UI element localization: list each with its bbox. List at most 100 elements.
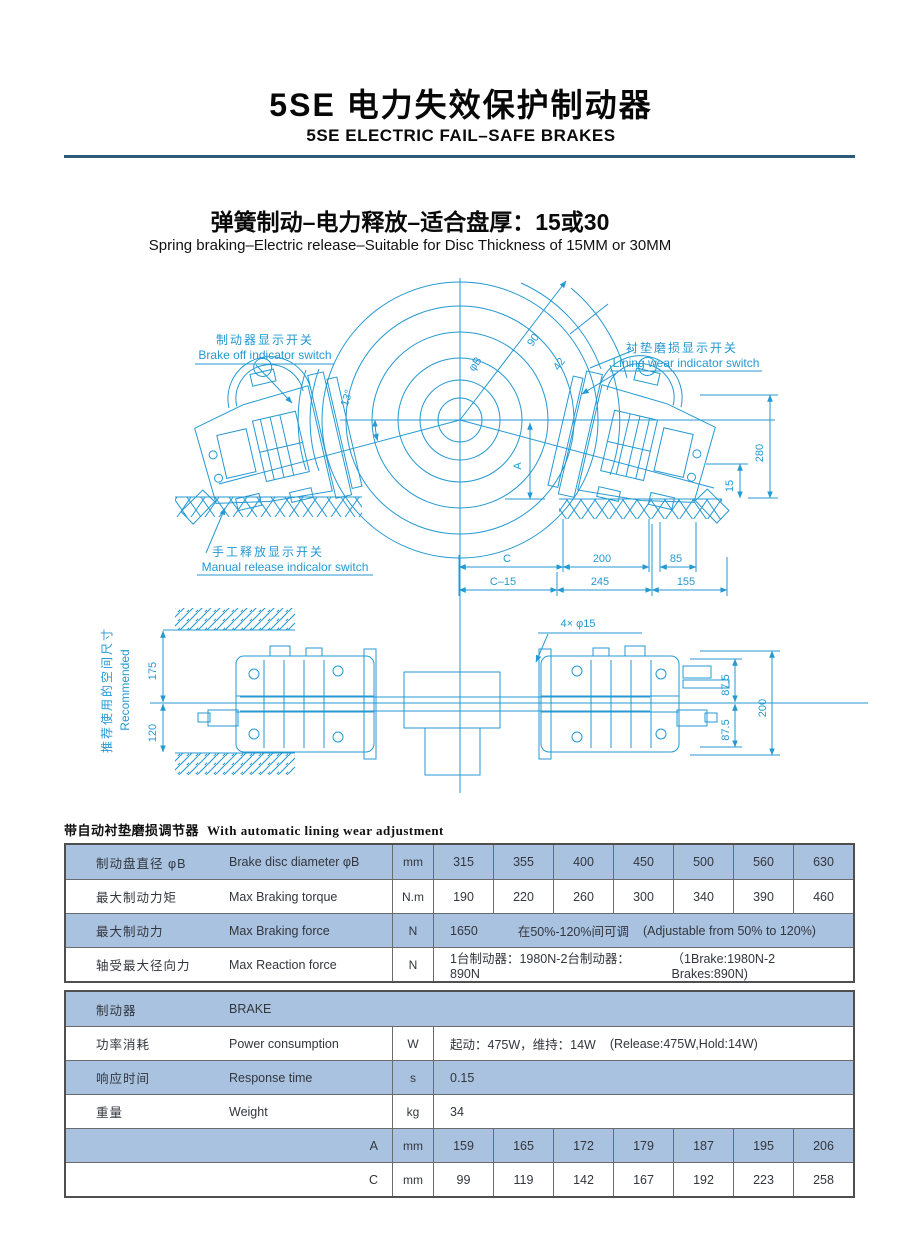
arc-42-label: 42 [551, 356, 568, 373]
value-cell: 119 [494, 1163, 554, 1196]
row-label-zh: 轴受最大径向力 [96, 959, 191, 973]
value-cell: 223 [734, 1163, 794, 1196]
value-cell: 560 [734, 845, 794, 879]
row-label-zh: 最大制动力 [96, 925, 164, 939]
row-dimension-a: A mm 159 165 172 179 187 195 206 [66, 1128, 853, 1162]
dim-15-label: 15 [724, 480, 736, 492]
subtitle-en: Spring braking–Electric release–Suitable… [148, 237, 672, 254]
value-cell: 159 [434, 1129, 494, 1162]
row-label-zh: 制动盘直径 φB [96, 856, 187, 871]
dim-c15-label: C–15 [490, 576, 516, 588]
leader-lines [195, 363, 762, 663]
value-cell: 260 [554, 880, 614, 913]
value-cell: 165 [494, 1129, 554, 1162]
angle-13-label: 13° [339, 388, 356, 408]
brake-off-label-en: Brake off indicator switch [198, 348, 331, 362]
value-cell: 172 [554, 1129, 614, 1162]
value-cell: 300 [614, 880, 674, 913]
recommended-label-zh: 推荐使用的空间尺寸 [99, 627, 114, 753]
manual-release-label-en: Manual release indicalor switch [202, 560, 369, 574]
row-label-en: BRAKE [229, 1002, 272, 1016]
value-cell: 195 [734, 1129, 794, 1162]
table-note: 带自动衬垫磨损调节器 With automatic lining wear adj… [64, 820, 444, 839]
row-weight: 重量 Weight kg 34 [66, 1094, 853, 1128]
header-divider [64, 155, 855, 158]
dim-c-label: C [503, 553, 511, 565]
unit-cell: mm [393, 1129, 434, 1162]
row-label-zh: 响应时间 [96, 1072, 151, 1086]
row-label-en: Max Braking torque [229, 889, 338, 904]
unit-cell: kg [393, 1095, 434, 1128]
subtitle-zh: 弹簧制动–电力释放–适合盘厚：15或30 [210, 209, 610, 235]
value-cell: 355 [494, 845, 554, 879]
value-cell: 190 [434, 880, 494, 913]
ground-hatch [175, 496, 722, 519]
row-label-en: Weight [229, 1104, 268, 1119]
merged-value-cell: 34 [450, 1104, 464, 1119]
dimension-lines-plan [150, 629, 780, 756]
drawing-linework [150, 278, 868, 793]
technical-drawing: 制动器显示开关 Brake off indicator switch 衬垫磨损显… [99, 278, 868, 793]
value-cell: 258 [813, 1172, 834, 1187]
dim-175-label: 175 [147, 662, 159, 680]
row-label-zh: 制动器 [96, 1003, 137, 1018]
lining-wear-label-en: Lining wear indicator switch [613, 356, 760, 370]
row-label-zh: 功率消耗 [96, 1038, 151, 1052]
brake-off-label-zh: 制动器显示开关 [216, 333, 314, 347]
value-cell: 460 [813, 889, 834, 904]
dim-245-label: 245 [591, 576, 609, 588]
plan-view [150, 608, 868, 776]
row-label-zh: 最大制动力矩 [96, 891, 178, 905]
value-cell: 99 [434, 1163, 494, 1196]
row-brake-header: 制动器 BRAKE [66, 992, 853, 1026]
dimension-lines-front [458, 394, 778, 596]
row-letter: C [368, 1172, 378, 1187]
dim-85-label: 85 [670, 553, 682, 565]
dim-120-label: 120 [147, 724, 159, 742]
merged-value-cell: 0.15 [450, 1070, 475, 1085]
value-cell: 206 [813, 1138, 834, 1153]
phi-b-radial-line [459, 280, 567, 421]
dim-280-label: 280 [754, 444, 766, 462]
unit-cell: N.m [393, 880, 434, 913]
angle-13-arc [372, 419, 379, 441]
value-cell: 179 [614, 1129, 674, 1162]
value-cell: 400 [554, 845, 614, 879]
row-label-en: Max Braking force [229, 923, 330, 938]
value-cell: 167 [614, 1163, 674, 1196]
holes-label: 4× φ15 [561, 618, 596, 630]
unit-cell: W [393, 1027, 434, 1060]
dim-a-label: A [512, 462, 524, 470]
unit-cell: mm [393, 1163, 434, 1196]
dim-200b-label: 200 [757, 699, 769, 717]
unit-cell: mm [393, 845, 434, 879]
page-title-en: 5SE ELECTRIC FAIL–SAFE BRAKES [306, 126, 616, 145]
value-cell: 220 [494, 880, 554, 913]
unit-cell: N [393, 948, 434, 981]
value-cell: 187 [674, 1129, 734, 1162]
table-note-zh: 带自动衬垫磨损调节器 [64, 823, 200, 838]
page-title-zh: 5SE 电力失效保护制动器 [269, 87, 653, 123]
merged-value-cell: 1650 在50%-120%间可调 (Adjustable from 50% t… [450, 923, 816, 940]
drawing-labels: 制动器显示开关 Brake off indicator switch 衬垫磨损显… [99, 332, 769, 753]
row-max-braking-torque: 最大制动力矩 Max Braking torque N.m 190 220 260… [66, 879, 853, 913]
tilted-axes [218, 419, 715, 489]
dim-155-label: 155 [677, 576, 695, 588]
recommended-label-en: Recommended [118, 649, 132, 730]
manual-release-label-zh: 手工释放显示开关 [212, 544, 324, 559]
arc-90-label: 90 [525, 332, 542, 349]
row-label-zh: 重量 [96, 1106, 124, 1120]
phi-b-label: φB [466, 355, 484, 374]
row-letter: A [369, 1138, 378, 1153]
table-note-en: With automatic lining wear adjustment [207, 823, 444, 838]
dim-200-label: 200 [593, 553, 611, 565]
row-label-en: Response time [229, 1070, 313, 1085]
value-cell: 192 [674, 1163, 734, 1196]
